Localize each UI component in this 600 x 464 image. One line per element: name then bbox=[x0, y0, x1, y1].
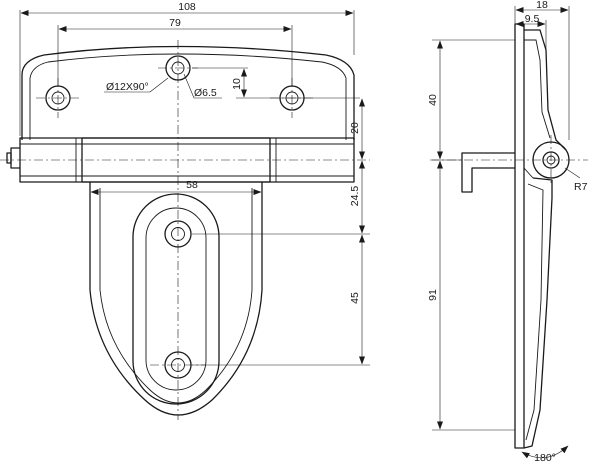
dim-side-offset: 9.5 bbox=[515, 13, 547, 50]
dim-side-upper-height: 40 bbox=[427, 39, 515, 161]
dim-hole-spacing: 79 bbox=[57, 17, 293, 86]
dim-slot-length: 45 bbox=[192, 234, 370, 366]
dim-hole-spacing-label: 79 bbox=[169, 17, 181, 29]
dim-pivot-offset: 10 bbox=[192, 67, 360, 99]
lower-leaf-outline bbox=[89, 182, 263, 416]
dim-side-lower-height: 91 bbox=[427, 160, 515, 431]
dim-side-offset-label: 9.5 bbox=[525, 13, 540, 25]
side-main-plate bbox=[514, 23, 525, 449]
dim-pivot-hole: Ø6.5 bbox=[183, 73, 222, 99]
dim-counterbore: Ø12X90° bbox=[104, 77, 169, 93]
dim-knuckle-width: 58 bbox=[89, 179, 263, 196]
upper-leaf-outline bbox=[21, 45, 355, 140]
pin-end bbox=[10, 147, 20, 169]
upper-leaf-inner-outline bbox=[29, 53, 347, 140]
dim-slot-length-label: 45 bbox=[349, 292, 361, 304]
dim-side-lower-height-label: 91 bbox=[427, 289, 439, 301]
dim-side-upper-height-label: 40 bbox=[427, 94, 439, 106]
dim-overall-width: 108 bbox=[19, 1, 355, 136]
side-upper-leaf bbox=[524, 29, 567, 151]
dim-axis-to-slot: 24.5 bbox=[192, 160, 370, 235]
rotation-indicator: 180° bbox=[521, 445, 569, 464]
slot-inner bbox=[145, 207, 207, 391]
side-view: R7 18 9.5 40 91 bbox=[427, 0, 588, 464]
rotation-label: 180° bbox=[534, 452, 556, 464]
dim-leaf-to-axis: 20 bbox=[349, 98, 365, 160]
dim-axis-to-slot-label: 24.5 bbox=[349, 186, 361, 207]
dim-knuckle-radius-label: R7 bbox=[574, 181, 588, 193]
dim-overall-width-label: 108 bbox=[178, 1, 196, 13]
dim-knuckle-radius: R7 bbox=[564, 167, 588, 193]
dim-knuckle-width-label: 58 bbox=[186, 179, 198, 191]
dim-pivot-offset-label: 10 bbox=[231, 78, 243, 90]
side-lower-leaf bbox=[523, 177, 553, 449]
side-left-flange bbox=[461, 152, 515, 193]
dim-counterbore-label: Ø12X90° bbox=[106, 81, 149, 93]
front-view: 108 79 Ø12X90° Ø6.5 10 20 bbox=[0, 1, 370, 420]
dim-leaf-to-axis-label: 20 bbox=[349, 122, 361, 134]
dim-pivot-hole-label: Ø6.5 bbox=[194, 87, 217, 99]
dim-side-width-label: 18 bbox=[536, 0, 548, 11]
dim-side-width: 18 bbox=[514, 0, 570, 140]
